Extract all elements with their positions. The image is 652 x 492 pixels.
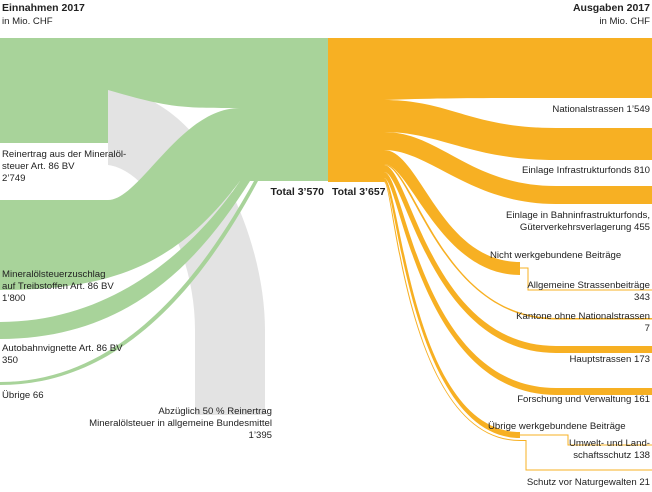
expense-label-strassenbeitraege-2: 343 bbox=[634, 292, 650, 303]
income-flow-reinertrag bbox=[0, 38, 240, 143]
income-label-zuschlag-2: auf Treibstoffen Art. 86 BV bbox=[2, 281, 114, 292]
income-label-reinertrag-1: Reinertrag aus der Mineralöl- bbox=[2, 149, 126, 160]
income-flow-reinertrag-lower bbox=[0, 108, 240, 290]
expense-label-forschung: Forschung und Verwaltung 161 bbox=[517, 394, 650, 405]
expense-header-title: Ausgaben 2017 bbox=[573, 2, 650, 14]
income-header-unit: in Mio. CHF bbox=[2, 16, 53, 27]
expense-label-kantone-1: Kantone ohne Nationalstrassen bbox=[516, 311, 650, 322]
income-label-reinertrag-2: steuer Art. 86 BV bbox=[2, 161, 75, 172]
deduction-label-1: Abzüglich 50 % Reinertrag bbox=[158, 406, 272, 417]
expense-label-umwelt-2: schaftsschutz 138 bbox=[573, 450, 650, 461]
expense-node bbox=[328, 38, 384, 182]
expense-label-kantone-2: 7 bbox=[645, 323, 650, 334]
income-label-zuschlag-1: Mineralölsteuerzuschlag bbox=[2, 269, 105, 280]
expense-label-hauptstrassen: Hauptstrassen 173 bbox=[569, 354, 650, 365]
expense-label-naturgewalten: Schutz vor Naturgewalten 21 bbox=[527, 477, 650, 488]
income-label-vignette-1: Autobahnvignette Art. 86 BV bbox=[2, 343, 123, 354]
income-flow-vignette bbox=[0, 181, 250, 339]
deduction-label-2: Mineralölsteuer in allgemeine Bundesmitt… bbox=[89, 418, 272, 429]
deduction-label-3: 1’395 bbox=[249, 430, 272, 441]
connector-strassenbeitraege bbox=[520, 267, 652, 291]
expense-label-nationalstrassen: Nationalstrassen 1’549 bbox=[552, 104, 650, 115]
income-header-title: Einnahmen 2017 bbox=[2, 2, 85, 14]
income-total: Total 3’570 bbox=[271, 186, 325, 198]
income-label-uebrige: Übrige 66 bbox=[2, 390, 44, 401]
expense-label-bahn-1: Einlage in Bahninfrastrukturfonds, bbox=[506, 210, 650, 221]
income-label-vignette-2: 350 bbox=[2, 355, 18, 366]
expense-total: Total 3’657 bbox=[332, 186, 386, 198]
expense-label-uebrige-werkgebunden: Übrige werkgebundene Beiträge bbox=[488, 421, 626, 432]
expense-flow-infrastrukturfonds bbox=[384, 100, 652, 160]
connector-umwelt bbox=[520, 434, 652, 446]
expense-flow-umwelt bbox=[384, 178, 520, 438]
income-label-zuschlag-3: 1’800 bbox=[2, 293, 25, 304]
expense-flow-kantone bbox=[384, 164, 652, 320]
expense-flow-bahninfrastruktur bbox=[384, 132, 652, 204]
expense-header-unit: in Mio. CHF bbox=[599, 16, 650, 27]
expense-label-infrastrukturfonds: Einlage Infrastrukturfonds 810 bbox=[522, 165, 650, 176]
income-label-reinertrag-3: 2’749 bbox=[2, 173, 25, 184]
expense-flow-strassenbeitraege bbox=[384, 150, 520, 275]
expense-label-nicht-werkgebunden: Nicht werkgebundene Beiträge bbox=[490, 250, 621, 261]
connector-naturgewalten bbox=[520, 440, 652, 471]
expense-label-bahn-2: Güterverkehrsverlagerung 455 bbox=[520, 222, 650, 233]
expense-label-strassenbeitraege-1: Allgemeine Strassenbeiträge bbox=[527, 280, 650, 291]
expense-label-umwelt-1: Umwelt- und Land- bbox=[569, 438, 650, 449]
income-node bbox=[240, 38, 328, 181]
expense-flow-nationalstrassen bbox=[384, 38, 652, 100]
